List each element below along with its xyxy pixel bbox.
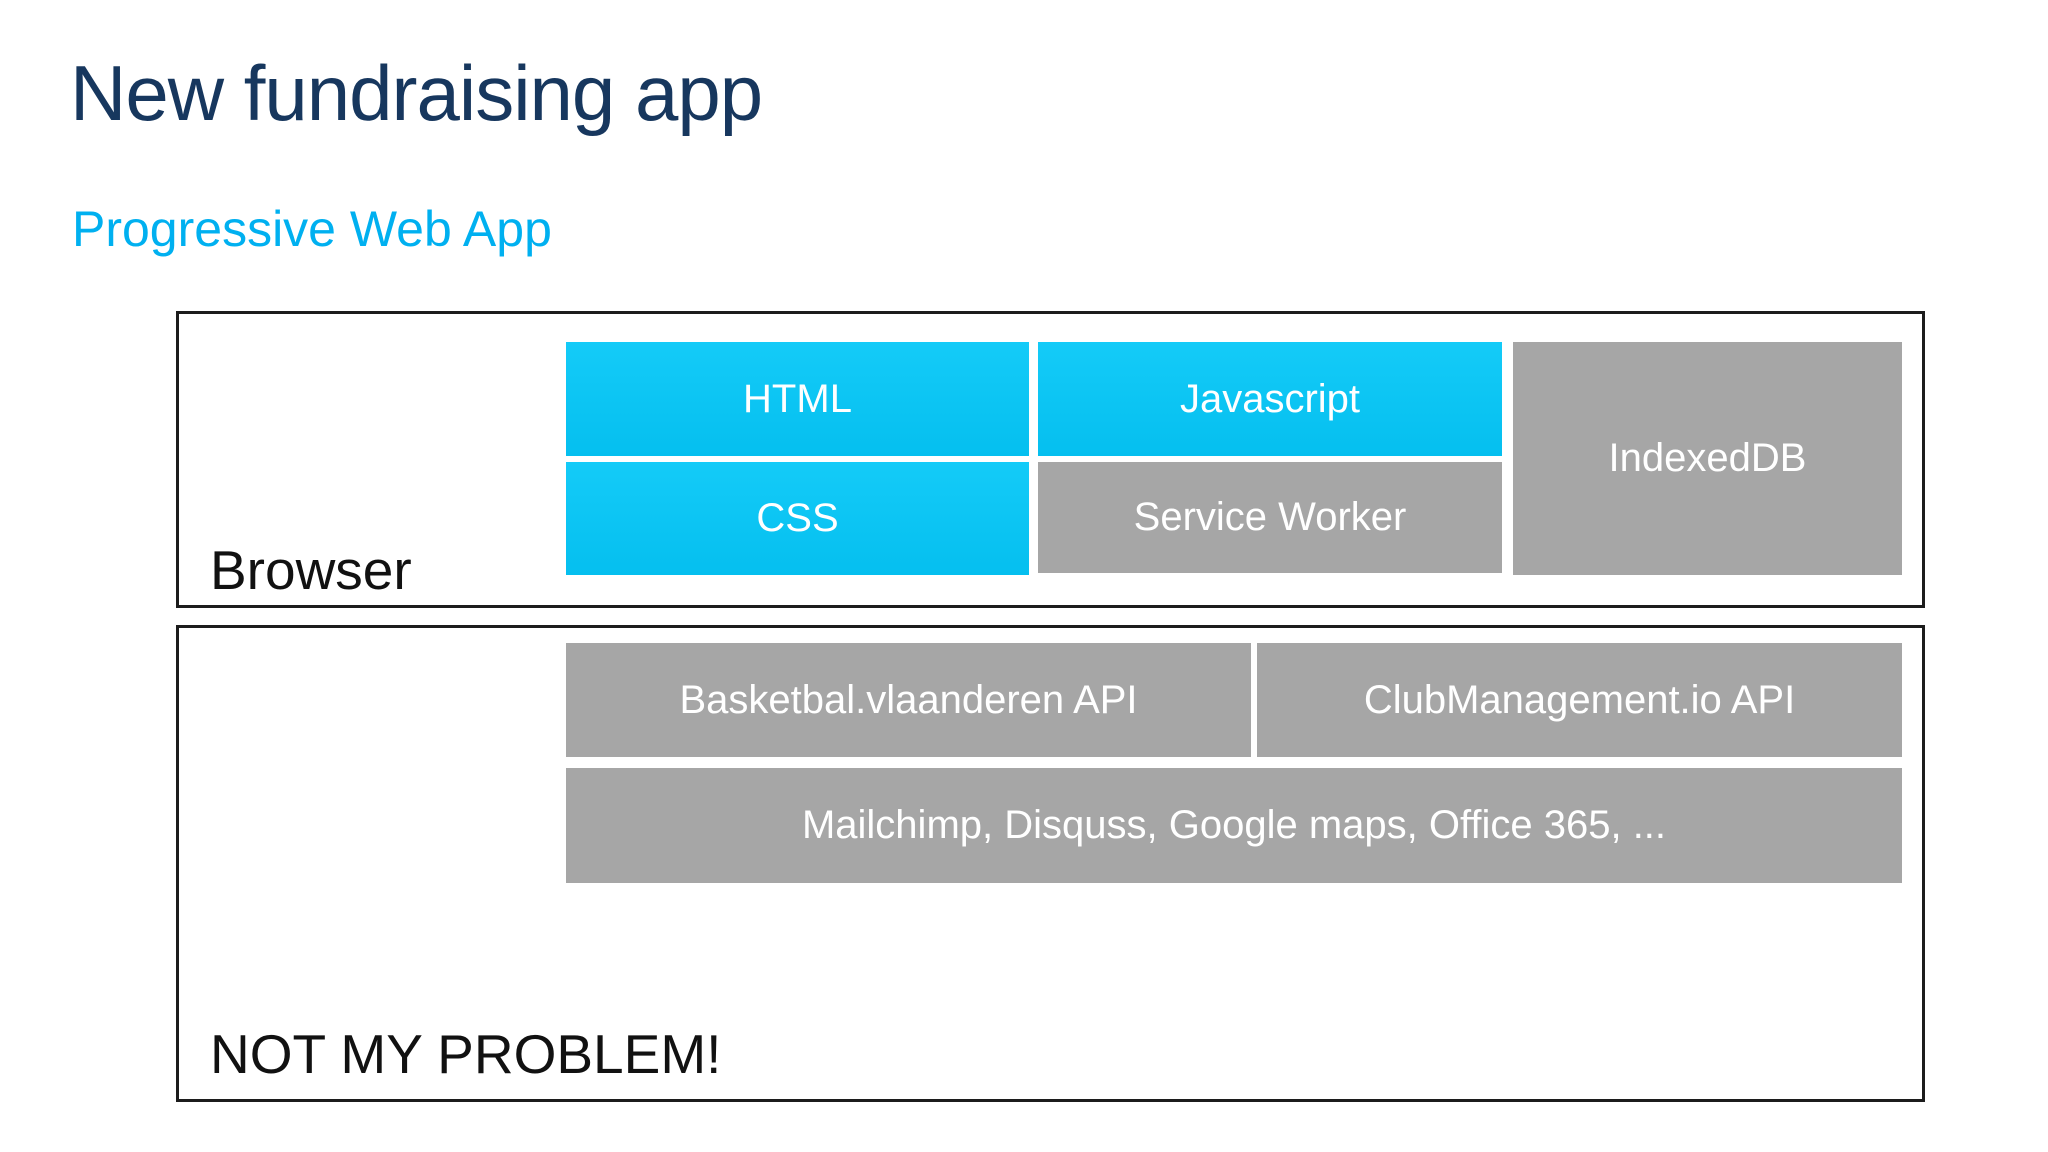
slide-subtitle: Progressive Web App bbox=[72, 201, 552, 257]
browser-group-label: Browser bbox=[210, 539, 412, 601]
block-third-party-services: Mailchimp, Disquss, Google maps, Office … bbox=[566, 768, 1902, 883]
block-javascript: Javascript bbox=[1038, 342, 1502, 456]
block-basketbal-vlaanderen-api: Basketbal.vlaanderen API bbox=[566, 643, 1251, 757]
slide-title: New fundraising app bbox=[70, 49, 763, 137]
block-indexeddb: IndexedDB bbox=[1513, 342, 1902, 575]
not-my-problem-label: NOT MY PROBLEM! bbox=[210, 1023, 722, 1085]
block-html: HTML bbox=[566, 342, 1029, 456]
block-css: CSS bbox=[566, 462, 1029, 575]
block-clubmanagement-io-api: ClubManagement.io API bbox=[1257, 643, 1902, 757]
block-service-worker: Service Worker bbox=[1038, 462, 1502, 573]
